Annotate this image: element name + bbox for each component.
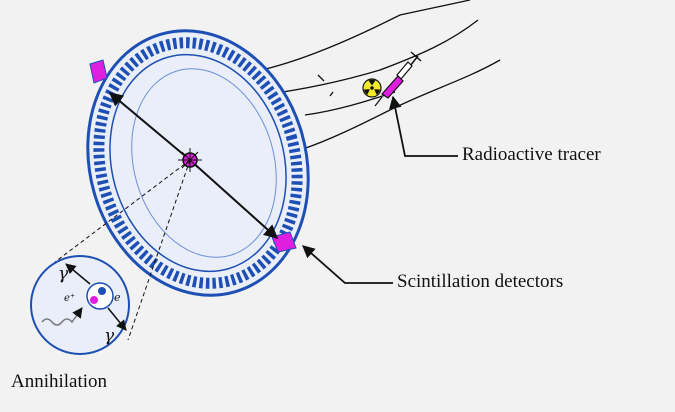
- electron-label: e: [114, 291, 121, 304]
- electron-dot: [98, 287, 106, 295]
- line-of-response: [108, 92, 191, 161]
- positron-label: e⁺: [64, 293, 75, 304]
- tracer-leader: [389, 95, 458, 157]
- radiation-symbol-icon: [362, 78, 382, 98]
- gamma-top-label: γ: [58, 264, 69, 284]
- syringe-icon: [374, 51, 422, 107]
- detector-ring: [86, 29, 310, 297]
- scintillation-detectors-label: Scintillation detectors: [397, 271, 564, 292]
- detectors-leader: [302, 245, 393, 284]
- annihilation-label: Annihilation: [11, 371, 108, 392]
- positron-dot: [90, 296, 98, 304]
- line-of-response-lower: [189, 159, 279, 239]
- detector-block-upper: [89, 59, 108, 84]
- annihilation-inset: γ γ e⁺ e: [30, 255, 130, 355]
- gamma-bottom-label: γ: [104, 326, 115, 346]
- zoom-line-2: [127, 159, 191, 341]
- radioactive-tracer-label: Radioactive tracer: [462, 144, 601, 165]
- zoom-line-1: [54, 159, 191, 263]
